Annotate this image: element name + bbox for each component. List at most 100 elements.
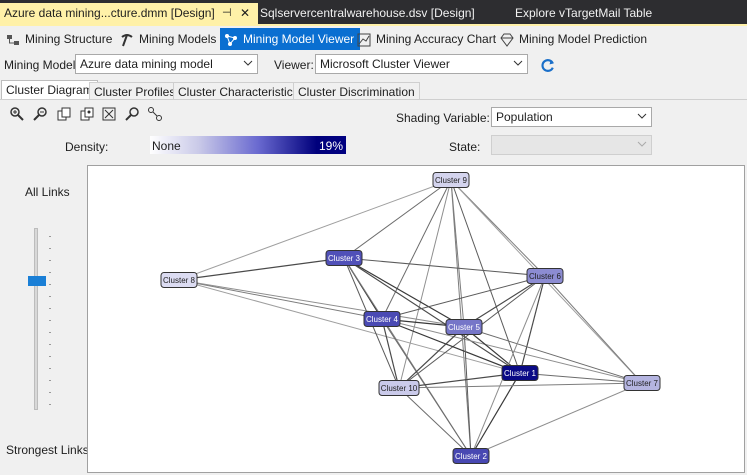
strongest-links-label: Strongest Links — [6, 443, 89, 457]
state-select[interactable] — [491, 135, 652, 155]
cluster-node-box[interactable] — [452, 448, 490, 464]
slider-tick — [49, 356, 51, 357]
cluster-link — [343, 257, 546, 277]
zoom-out-icon[interactable] — [32, 106, 48, 122]
cluster-link — [470, 372, 521, 457]
doc-tab-mining-structure[interactable]: Azure data mining...cture.dmm [Design] ⊣… — [0, 3, 258, 24]
cluster-link — [178, 279, 465, 328]
document-tab-bar: Azure data mining...cture.dmm [Design] ⊣… — [0, 0, 747, 24]
cluster-link — [398, 382, 643, 389]
cluster-link — [470, 382, 643, 457]
doc-tab-dsv[interactable]: Sqlservercentralwarehouse.dsv [Design] — [256, 3, 479, 24]
mining-model-select[interactable]: Azure data mining model — [75, 54, 258, 74]
cluster-node-box[interactable] — [363, 311, 401, 327]
cluster-node-box[interactable] — [432, 172, 470, 188]
cluster-node-label: Cluster 3 — [328, 254, 361, 263]
cluster-link — [178, 279, 521, 374]
slider-tick — [49, 320, 51, 321]
cluster-node-label: Cluster 4 — [366, 315, 399, 324]
refresh-icon[interactable] — [541, 58, 556, 73]
viewer-label: Viewer: — [274, 58, 314, 72]
mining-accuracy-chart-button[interactable]: Mining Accuracy Chart — [357, 28, 496, 50]
slider-tick — [49, 236, 51, 237]
cluster-link — [398, 326, 465, 389]
cluster-node[interactable]: Cluster 4 — [363, 311, 401, 327]
cluster-link — [398, 387, 472, 457]
slider-tick — [49, 308, 51, 309]
find-node-icon[interactable] — [124, 106, 140, 122]
viewer-select[interactable]: Microsoft Cluster Viewer — [315, 54, 528, 74]
cluster-links — [178, 179, 643, 457]
slider-tick — [49, 272, 51, 273]
copy-icon[interactable] — [56, 106, 72, 122]
cluster-link — [398, 179, 452, 389]
mining-models-button[interactable]: Mining Models — [120, 28, 216, 50]
cluster-node-box[interactable] — [325, 250, 363, 266]
shading-variable-select[interactable]: Population — [491, 107, 652, 127]
doc-tab-label: Explore vTargetMail Table — [515, 6, 653, 20]
cluster-node[interactable]: Cluster 8 — [160, 272, 198, 288]
link-strength-slider-track[interactable] — [34, 228, 38, 410]
cluster-diagram-canvas[interactable]: Cluster 9 Cluster 3 Cluster 6 Cluster 8 Clus… — [87, 165, 745, 473]
accuracy-chart-icon — [357, 33, 371, 47]
cluster-node-label: Cluster 1 — [504, 369, 537, 378]
slider-tick — [49, 248, 51, 249]
pickaxe-icon — [121, 33, 133, 47]
cluster-node-box[interactable] — [445, 319, 483, 335]
cluster-node-box[interactable] — [526, 268, 564, 284]
cluster-link — [381, 318, 643, 384]
doc-tab-label: Sqlservercentralwarehouse.dsv [Design] — [260, 6, 475, 20]
layout-icon[interactable] — [147, 106, 163, 122]
cluster-diagram-svg: Cluster 9 Cluster 3 Cluster 6 Cluster 8 Clus… — [160, 172, 661, 464]
cluster-node[interactable]: Cluster 3 — [325, 250, 363, 266]
tab-cluster-characteristics[interactable]: Cluster Characteristics — [173, 82, 304, 100]
tab-cluster-discrimination[interactable]: Cluster Discrimination — [293, 82, 420, 100]
slider-tick — [49, 380, 51, 381]
cluster-node-box[interactable] — [501, 365, 539, 381]
slider-tick — [49, 344, 51, 345]
doc-tab-label: Azure data mining...cture.dmm [Design] — [4, 6, 215, 20]
cluster-node[interactable]: Cluster 6 — [526, 268, 564, 284]
copy-graph-view-icon[interactable] — [79, 106, 95, 122]
all-links-label: All Links — [25, 185, 70, 199]
cluster-link — [519, 372, 643, 384]
mining-model-prediction-button[interactable]: Mining Model Prediction — [500, 28, 647, 50]
cluster-node[interactable]: Cluster 2 — [452, 448, 490, 464]
doc-tab-explore-table[interactable]: Explore vTargetMail Table — [511, 3, 656, 24]
cluster-link — [178, 179, 452, 281]
cluster-node-label: Cluster 2 — [455, 452, 488, 461]
close-icon[interactable]: ✕ — [240, 6, 251, 20]
pin-icon[interactable]: ⊣ — [222, 7, 232, 19]
cluster-node[interactable]: Cluster 7 — [623, 375, 661, 391]
shading-variable-label: Shading Variable: — [396, 111, 490, 125]
cluster-link — [343, 179, 452, 259]
cluster-link — [343, 257, 521, 374]
state-label: State: — [449, 140, 481, 154]
cluster-node-box[interactable] — [160, 272, 198, 288]
cluster-node-box[interactable] — [378, 380, 420, 396]
cluster-link — [519, 275, 546, 374]
cluster-node[interactable]: Cluster 10 — [378, 380, 420, 396]
zoom-in-icon[interactable] — [9, 106, 25, 122]
chevron-down-icon — [513, 60, 523, 66]
cluster-link — [463, 326, 643, 384]
tab-cluster-profiles[interactable]: Cluster Profiles — [89, 82, 181, 100]
slider-tick — [49, 332, 51, 333]
cluster-node-label: Cluster 10 — [381, 384, 418, 393]
cluster-link — [381, 179, 452, 320]
cluster-link — [178, 257, 345, 281]
cluster-node-label: Cluster 9 — [435, 176, 468, 185]
mining-model-viewer-button[interactable]: Mining Model Viewer — [220, 28, 361, 50]
cluster-node[interactable]: Cluster 5 — [445, 319, 483, 335]
density-max-label: 19% — [318, 139, 343, 153]
cluster-node[interactable]: Cluster 1 — [501, 365, 539, 381]
cluster-node-label: Cluster 7 — [626, 379, 659, 388]
tab-cluster-diagram[interactable]: Cluster Diagram — [1, 80, 98, 100]
link-strength-slider-thumb[interactable] — [28, 275, 46, 286]
scale-to-fit-icon[interactable] — [101, 106, 117, 122]
cluster-node[interactable]: Cluster 9 — [432, 172, 470, 188]
mining-structure-button[interactable]: Mining Structure — [6, 28, 112, 50]
cluster-node-box[interactable] — [623, 375, 661, 391]
tab-divider — [0, 99, 747, 100]
chevron-down-icon — [637, 141, 647, 147]
